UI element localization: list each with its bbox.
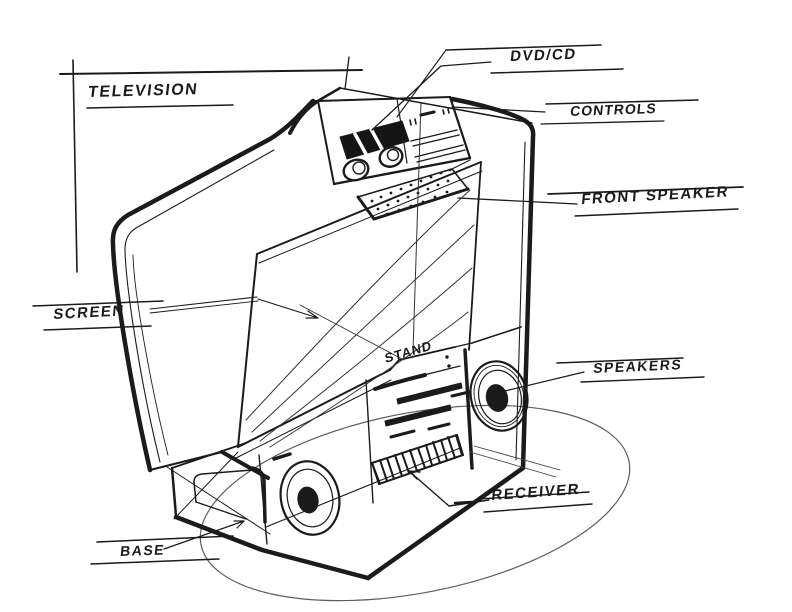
base-foot: [166, 442, 271, 535]
label-speakers: SPEAKERS: [592, 356, 684, 377]
screen-leader: [32, 296, 319, 331]
grille-dots: [370, 168, 452, 216]
screen: [235, 161, 483, 459]
label-television: TELEVISION: [87, 81, 200, 102]
panel-buttons: [409, 108, 450, 126]
right-speaker: [469, 360, 529, 432]
control-panel: [317, 95, 472, 186]
ground-shadow-ellipse: [199, 404, 631, 602]
front-speaker-leader: [457, 186, 744, 217]
stand-console: [258, 102, 561, 545]
left-speaker: [279, 460, 341, 536]
controls-leader: [451, 99, 699, 125]
television-bracket: [59, 56, 363, 273]
speakers-leader: [504, 357, 705, 392]
front-speaker-grille: [356, 159, 471, 221]
panel-vent-slots: [410, 129, 466, 163]
dvd-leader: [371, 44, 624, 131]
label-screen: SCREEN: [52, 302, 126, 324]
dvd-slot: [339, 120, 410, 160]
callout-lines: [32, 44, 744, 565]
label-controls: CONTROLS: [569, 99, 658, 120]
receiver-leader: [408, 470, 593, 513]
label-base: BASE: [119, 541, 166, 560]
tv-outer-frame: [110, 86, 536, 581]
control-knobs: [342, 146, 404, 182]
label-dvd-cd: DVD/CD: [509, 45, 578, 66]
receiver-hatch: [371, 434, 464, 485]
base-leader: [90, 520, 245, 565]
